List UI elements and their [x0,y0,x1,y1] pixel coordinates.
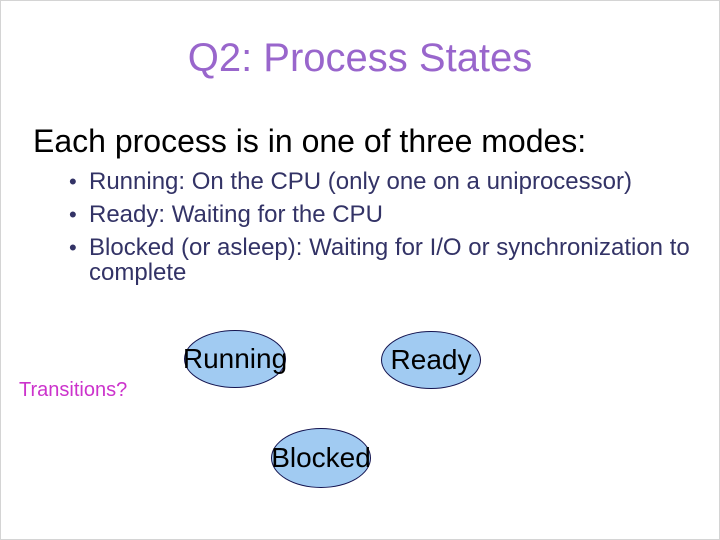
bullet-dot-icon: • [69,169,77,194]
body-heading: Each process is in one of three modes: [33,123,587,159]
bullet-item: • Ready: Waiting for the CPU [69,202,713,227]
bullet-list: • Running: On the CPU (only one on a uni… [69,169,713,293]
bullet-dot-icon: • [69,202,77,227]
bullet-text-blocked: Blocked (or asleep): Waiting for I/O or … [89,234,690,286]
bullet-text-ready: Ready: Waiting for the CPU [89,201,383,228]
state-label-running: Running [182,343,288,374]
state-label-blocked: Blocked [271,442,371,473]
bullet-item: • Blocked (or asleep): Waiting for I/O o… [69,235,713,285]
state-ellipse-blocked: Blocked [271,428,371,488]
transitions-label: Transitions? [19,379,128,401]
bullet-text-running: Running: On the CPU (only one on a unipr… [89,168,632,195]
state-label-ready: Ready [390,344,472,375]
bullet-dot-icon: • [69,235,77,260]
state-ellipse-running: Running [182,330,288,388]
bullet-item: • Running: On the CPU (only one on a uni… [69,169,713,194]
state-ellipse-ready: Ready [381,331,481,389]
slide-title: Q2: Process States [187,36,533,80]
